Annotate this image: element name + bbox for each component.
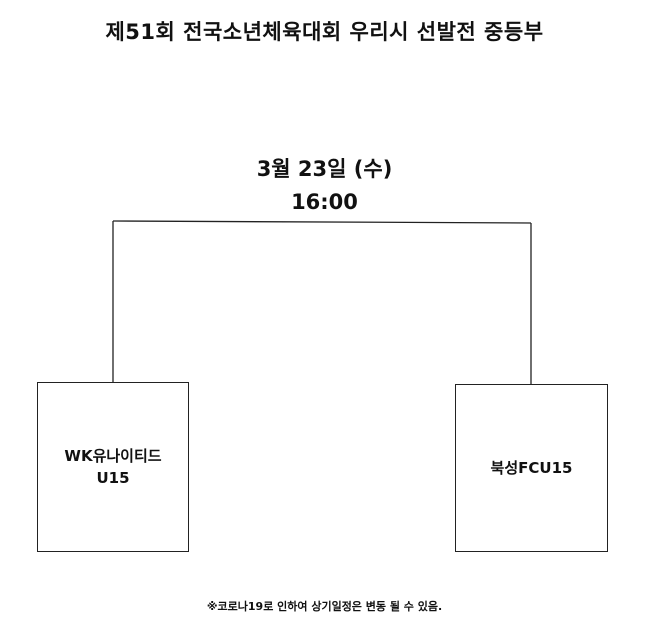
team-box-right: 북성FCU15 bbox=[455, 384, 608, 552]
schedule-note: ※코로나19로 인하여 상기일정은 변동 될 수 있음. bbox=[206, 600, 443, 613]
team-name-right: 북성FCU15 bbox=[490, 459, 573, 477]
team-box-left: WK유나이티드 U15 bbox=[37, 382, 189, 552]
page-title: 제51회 전국소년체육대회 우리시 선발전 중등부 bbox=[105, 20, 544, 44]
team-name-left: WK유나이티드 U15 bbox=[64, 447, 162, 487]
match-time: 16:00 bbox=[291, 190, 358, 214]
bracket-top-horizontal bbox=[112, 220, 532, 224]
match-date: 3월 23일 (수) bbox=[256, 157, 393, 181]
